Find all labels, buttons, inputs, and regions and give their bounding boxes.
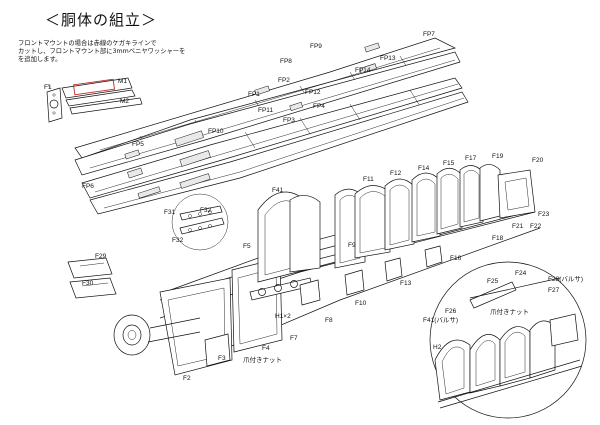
label-fp1: FP1 xyxy=(248,91,260,98)
label-fp7: FP7 xyxy=(423,31,435,38)
label-f27: F27 xyxy=(548,287,560,294)
label-f10: F10 xyxy=(355,300,367,307)
label-fp13: FP13 xyxy=(380,55,396,62)
label-f16: F16 xyxy=(450,255,462,262)
label-f28: F28(バルサ) xyxy=(548,275,583,283)
label-fp12: FP12 xyxy=(305,89,321,96)
label-f9: F9 xyxy=(348,242,356,249)
label-f41-balsa: F41(バルサ) xyxy=(423,316,458,324)
label-m1: M1 xyxy=(118,78,127,85)
label-f21: F21 xyxy=(512,223,524,230)
label-fp9: FP9 xyxy=(310,43,322,50)
label-tsume-nut-2: 爪付きナット xyxy=(490,307,529,316)
label-f14: F14 xyxy=(418,165,430,172)
label-f18: F18 xyxy=(492,235,504,242)
label-fp3: FP3 xyxy=(283,117,295,124)
label-f2: F2 xyxy=(183,375,191,382)
label-f24: F24 xyxy=(515,270,527,277)
label-f3: F3 xyxy=(218,355,226,362)
label-fp4: FP4 xyxy=(313,103,325,110)
label-f15: F15 xyxy=(443,160,455,167)
side-panel-sheets xyxy=(74,37,469,215)
label-f31: F31 xyxy=(164,209,176,216)
label-f26: F26 xyxy=(445,308,457,315)
f29-f30-inset xyxy=(67,257,117,299)
label-h2: H2 xyxy=(433,344,442,351)
label-f12: F12 xyxy=(390,170,402,177)
label-f20: F20 xyxy=(532,157,544,164)
label-f4: F4 xyxy=(262,345,270,352)
note-line-2: カットし、フロントマウント部に3mmベニヤワッシャーを xyxy=(18,48,186,55)
page-title: ＜胴体の組立＞ xyxy=(45,11,158,29)
label-f32-b: F32 xyxy=(172,237,184,244)
label-fp11: FP11 xyxy=(258,107,273,114)
label-m2: M2 xyxy=(120,98,129,105)
tail-detail-inset xyxy=(429,261,587,419)
label-tsume-nut: 爪付きナット xyxy=(243,355,282,364)
label-f11: F11 xyxy=(363,176,374,183)
label-fp5: FP5 xyxy=(132,141,144,148)
label-f29: F29 xyxy=(95,253,107,260)
front-mount-note: フロントマウントの場合は赤線のケガキラインで カットし、フロントマウント部に3m… xyxy=(18,40,208,64)
label-f8: F8 xyxy=(325,317,333,324)
label-f1: F1 xyxy=(44,84,52,91)
label-fp2: FP2 xyxy=(278,77,290,84)
fuselage-frame xyxy=(113,164,541,376)
label-f30: F30 xyxy=(82,280,94,287)
front-mount-detail xyxy=(46,77,143,123)
label-h1: H1×2 xyxy=(275,313,291,320)
label-f22: F22 xyxy=(530,223,542,230)
label-f7: F7 xyxy=(290,335,298,342)
label-f41: F41 xyxy=(272,187,284,194)
label-fp6: FP6 xyxy=(82,183,94,190)
label-fp14: FP14 xyxy=(355,67,371,74)
label-f23: F23 xyxy=(538,211,550,218)
label-f5: F5 xyxy=(243,243,251,250)
label-fp10: FP10 xyxy=(208,128,224,135)
label-f17: F17 xyxy=(465,155,477,162)
label-f25: F25 xyxy=(487,278,499,285)
label-f32-a: F32 xyxy=(200,207,212,214)
label-f19: F19 xyxy=(492,153,504,160)
label-fp8: FP8 xyxy=(280,58,292,65)
part-labels: F1 M1 M2 FP9 FP7 FP8 FP13 FP14 FP2 FP1 F… xyxy=(44,31,583,382)
f31-f32-inset xyxy=(171,193,229,251)
label-f13: F13 xyxy=(400,280,412,287)
note-line-3: を追加します。 xyxy=(18,56,62,63)
note-line-1: フロントマウントの場合は赤線のケガキラインで xyxy=(18,40,157,47)
